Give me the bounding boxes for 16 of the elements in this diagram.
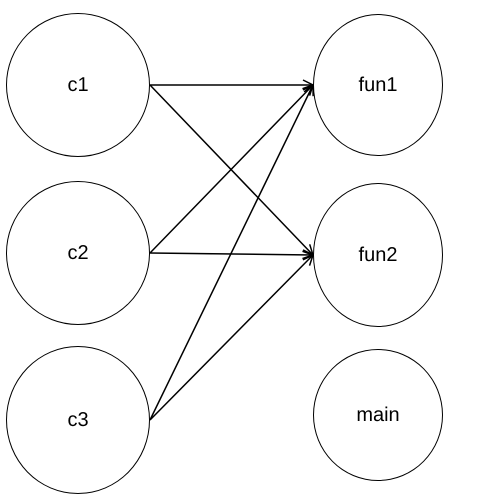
circle-node bbox=[6, 13, 150, 157]
arrow bbox=[150, 249, 314, 261]
arrow bbox=[149, 254, 314, 421]
ellipse-node bbox=[6, 346, 150, 494]
node-label: c2 bbox=[67, 242, 89, 264]
arrow bbox=[150, 79, 314, 91]
ellipse-node bbox=[313, 14, 443, 156]
node-label: main bbox=[356, 404, 400, 426]
ellipse-node bbox=[313, 349, 443, 481]
node-label: fun2 bbox=[358, 244, 398, 266]
circle-node bbox=[6, 181, 150, 325]
node-label: fun1 bbox=[358, 74, 398, 96]
ellipse-node bbox=[313, 183, 443, 327]
node-label: c1 bbox=[67, 74, 89, 96]
arrow bbox=[149, 84, 314, 420]
node-label: c3 bbox=[67, 408, 89, 432]
